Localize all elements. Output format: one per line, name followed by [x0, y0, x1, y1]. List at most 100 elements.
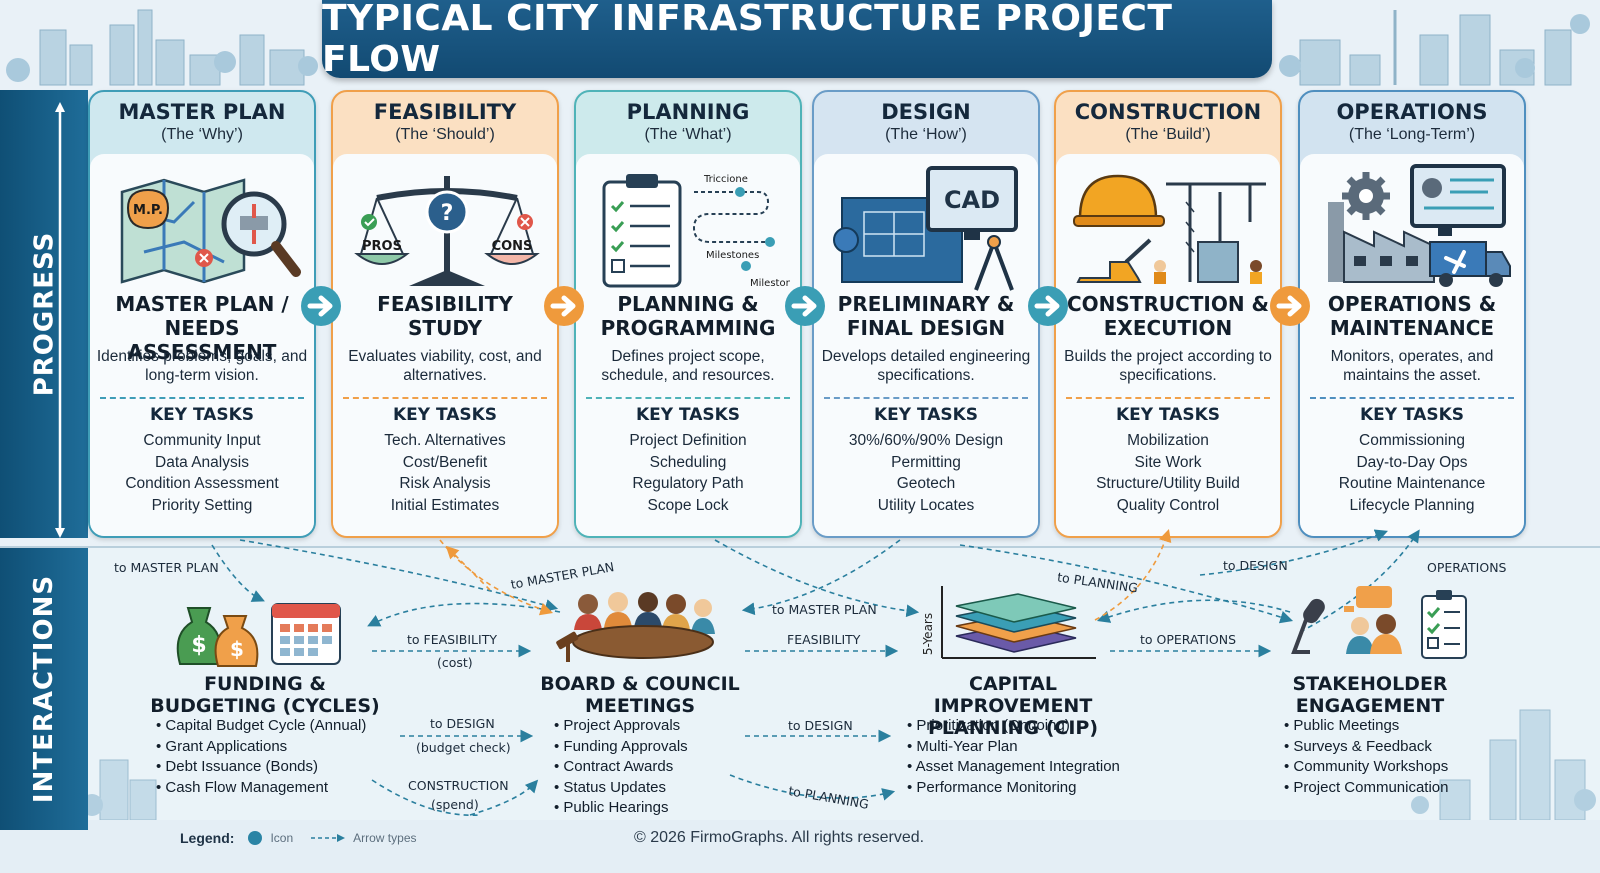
cip-bullet-item: Prioritization (Ongoing) [907, 716, 1120, 737]
funding-bullet-item: Debt Issuance (Bonds) [156, 757, 366, 778]
divider [1066, 397, 1270, 399]
progress-axis-arrow [55, 102, 65, 538]
copyright: © 2026 FirmoGraphs. All rights reserved. [634, 829, 925, 846]
stage-body: M.P. MASTER PLAN / NEEDS ASSESSMENT Iden… [90, 154, 314, 536]
divider [100, 397, 304, 399]
flow-arrow-icon [301, 286, 341, 326]
legend-icon-label: Icon [270, 831, 294, 845]
svg-text:CONS: CONS [492, 239, 533, 254]
cip-list: Prioritization (Ongoing)Multi-Year PlanA… [907, 716, 1120, 798]
board-title: BOARD & COUNCIL MEETINGS [540, 673, 740, 717]
stakeholder-list: Public MeetingsSurveys & FeedbackCommuni… [1284, 716, 1448, 798]
cad-blueprint-icon: CAD [828, 162, 1028, 294]
stage-card-master plan: MASTER PLAN (The ‘Why’) M.P. MASTER PLAN… [88, 90, 316, 538]
board-bullet-item: Public Hearings [554, 798, 688, 819]
arrow-label: to DESIGN [430, 716, 495, 731]
svg-text:Milestone: Milestone [750, 278, 790, 289]
legend-arrows-label: Arrow types [353, 831, 417, 845]
cip-bullet-item: Asset Management Integration [907, 757, 1120, 778]
key-task-item: 30%/60%/90% Design [848, 432, 1004, 449]
arrow-label: (budget check) [416, 740, 511, 755]
key-task-item: Initial Estimates [390, 496, 500, 514]
divider [1310, 397, 1514, 399]
stage-name: MASTER PLAN [118, 100, 286, 124]
arrow-label: to OPERATIONS [1140, 632, 1237, 647]
stage-body: ? PROS CONS FEASIBILITY STUDY Evaluates … [333, 154, 557, 536]
key-task-item: Mobilization [1127, 432, 1209, 449]
facility-maintenance-icon [1314, 162, 1514, 294]
council-meeting-icon [556, 592, 715, 662]
key-task-item: Geotech [896, 475, 956, 492]
key-task-item: Quality Control [1116, 496, 1220, 514]
flow-arrow-icon [544, 286, 584, 326]
key-task-item: Regulatory Path [632, 475, 744, 492]
stage-card-construction: CONSTRUCTION (The ‘Build’) CONSTRUCTION … [1054, 90, 1282, 538]
cip-axis-label: 5-Years [921, 613, 935, 655]
step-description: Develops detailed engineering specificat… [821, 348, 1031, 384]
board-bullet-item: Funding Approvals [554, 737, 687, 758]
divider [824, 397, 1028, 399]
key-task-item: Data Analysis [155, 453, 249, 471]
checklist-milestones-icon: Triccione Milestones Milestone [590, 162, 798, 294]
step-title: FEASIBILITY STUDY [377, 292, 513, 340]
stage-name: CONSTRUCTION [1074, 100, 1262, 124]
funding-title: FUNDING & BUDGETING (CYCLES) [150, 673, 380, 717]
arrow-label: FEASIBILITY [787, 632, 861, 647]
interactions-band: INTERACTIONS [0, 548, 88, 830]
step-title: PLANNING & PROGRAMMING [600, 292, 776, 340]
step-description: Monitors, operates, and maintains the as… [1330, 348, 1494, 384]
flow-arrow-icon [1028, 286, 1068, 326]
stage-header: FEASIBILITY (The ‘Should’) [333, 92, 557, 154]
stage-tag: (The ‘What’) [644, 126, 732, 143]
step-description: Evaluates viability, cost, and alternati… [348, 348, 542, 384]
arrow-label: OPERATIONS [1427, 560, 1507, 575]
arrow-label: to DESIGN [1223, 558, 1288, 573]
stage-header: PLANNING (The ‘What’) [576, 92, 800, 154]
arrow-label: to FEASIBILITY [407, 632, 497, 647]
stage-name: PLANNING [626, 100, 750, 124]
svg-text:$: $ [191, 633, 206, 658]
key-task-item: Utility Locates [877, 496, 975, 514]
svg-text:$: $ [230, 637, 244, 661]
stage-tag: (The ‘Long-Term’) [1348, 126, 1476, 143]
page-title: TYPICAL CITY INFRASTRUCTURE PROJECT FLOW [322, 0, 1173, 80]
stage-body: OPERATIONS & MAINTENANCE Monitors, opera… [1300, 154, 1524, 536]
board-bullet-item: Project Approvals [554, 716, 688, 737]
stakeholder-title: STAKEHOLDER ENGAGEMENT [1292, 673, 1448, 717]
board-bullet-item: Status Updates [554, 778, 688, 799]
arrow-label: to MASTER PLAN [772, 602, 877, 617]
key-task-item: Community Input [143, 432, 261, 449]
key-task-item: Scheduling [649, 453, 727, 471]
legend-dashed-arrow-icon [311, 834, 346, 842]
arrow-label: to MASTER PLAN [114, 560, 219, 575]
legend-icon-dot [248, 831, 263, 845]
key-tasks-heading: KEY TASKS [149, 405, 255, 425]
stage-header: OPERATIONS (The ‘Long-Term’) [1300, 92, 1524, 154]
svg-text:CAD: CAD [944, 186, 1000, 214]
map-marker-label: M.P. [133, 203, 163, 218]
key-task-item: Project Definition [629, 432, 747, 449]
key-task-item: Commissioning [1359, 432, 1465, 449]
board-bullet-item: Contract Awards [554, 757, 688, 778]
hardhat-crane-icon [1070, 162, 1270, 294]
stage-body: CONSTRUCTION & EXECUTION Builds the proj… [1056, 154, 1280, 536]
key-task-item: Condition Assessment [125, 475, 279, 492]
stage-body: Triccione Milestones Milestone PLANNING … [576, 154, 800, 536]
stage-card-design: DESIGN (The ‘How’) CAD PRELIMINARY & FIN… [812, 90, 1040, 538]
svg-text:Triccione: Triccione [703, 174, 748, 185]
stage-tag: (The ‘Why’) [161, 126, 243, 143]
arrow-label: CONSTRUCTION [408, 778, 509, 793]
layered-plan-icon: 5-Years [921, 586, 1096, 659]
cip-bullet-item: Multi-Year Plan [907, 737, 1120, 758]
stage-header: CONSTRUCTION (The ‘Build’) [1056, 92, 1280, 154]
arrow-label: (cost) [437, 655, 473, 670]
stage-card-operations: OPERATIONS (The ‘Long-Term’) OPERATIONS … [1298, 90, 1526, 538]
stage-card-feasibility: FEASIBILITY (The ‘Should’) ? PROS CONS F… [331, 90, 559, 538]
divider [586, 397, 790, 399]
svg-text:?: ? [441, 201, 454, 226]
divider [343, 397, 547, 399]
